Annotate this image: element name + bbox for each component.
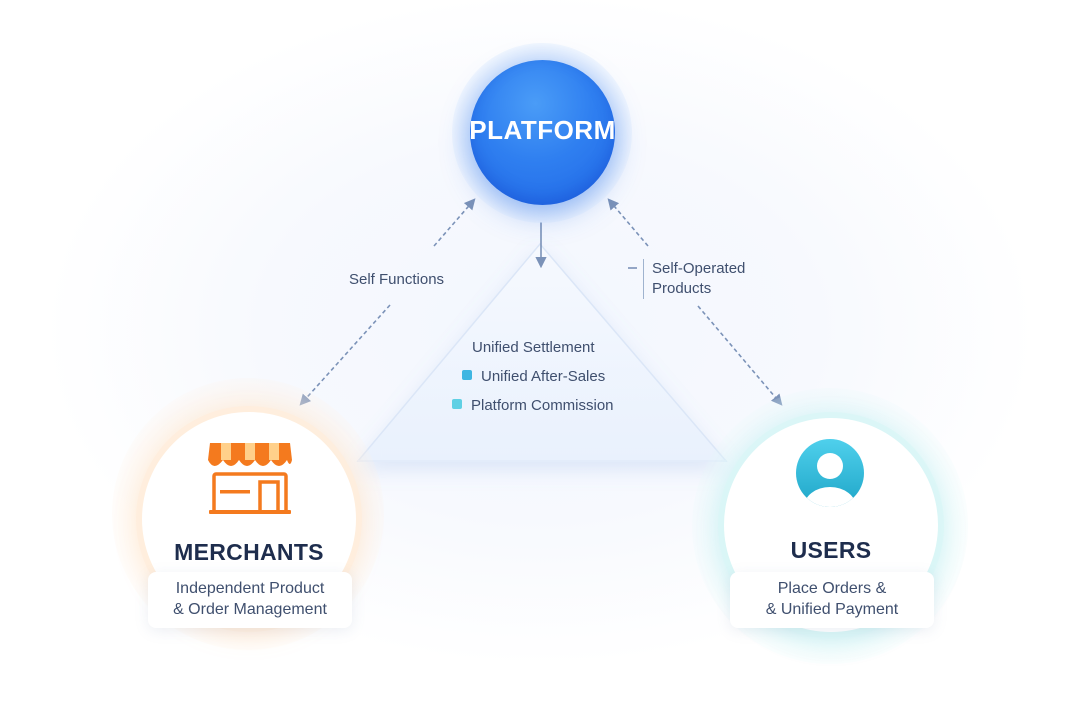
users-subtitle-line: & Unified Payment [765,601,899,618]
edge-label-self-operated: Self-Operated Products [643,259,745,299]
center-item: Unified After-Sales [462,368,605,385]
arrow-users-platform [607,198,649,247]
edge-label-line: Products [652,280,712,297]
users-subtitle-line: Place Orders & [777,580,887,597]
merchants-title: MERCHANTS [174,539,324,565]
merchants-subtitle-line: & Order Management [173,601,327,618]
arrow-merchants-platform [433,198,476,247]
center-item-label: Unified After-Sales [481,368,606,385]
bullet-icon [462,370,472,380]
platform-label: PLATFORM [469,115,616,145]
platform-node: PLATFORM [469,60,616,205]
center-item-label: Platform Commission [471,397,614,414]
edge-label-line: Self-Operated [652,260,746,277]
center-item: Platform Commission [452,397,614,414]
bullet-icon [452,399,462,409]
storefront-icon [208,443,292,514]
edge-label-self-functions: Self Functions [349,271,445,288]
users-subtitle: Place Orders & & Unified Payment [730,572,934,628]
arrow-platform-users [697,305,783,406]
user-avatar-icon [796,439,864,507]
center-heading: Unified Settlement [472,339,595,356]
arrow-platform-merchants [299,304,391,406]
users-title: USERS [790,537,872,563]
merchants-subtitle-line: Independent Product [175,580,325,597]
merchants-subtitle: Independent Product & Order Management [148,572,352,628]
